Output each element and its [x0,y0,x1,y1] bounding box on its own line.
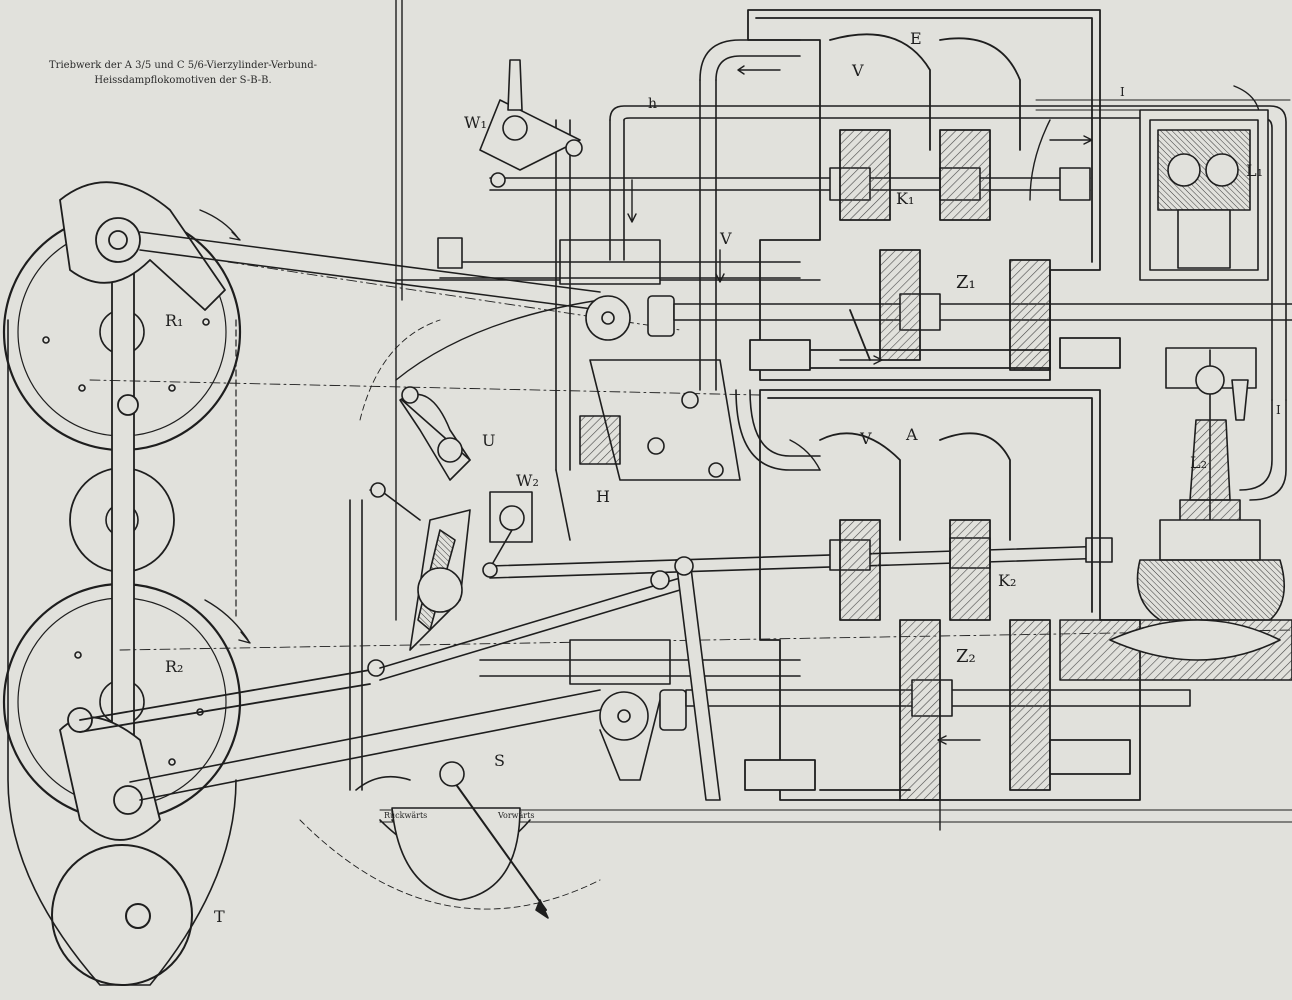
cylinder-block-lower [744,389,1141,801]
title-line-2: Heissdampflokomotiven der S-B-B. [94,75,272,86]
label-l1: L₁ [1246,161,1263,180]
valve-gear-linkage [349,59,741,801]
label-s: S [494,751,505,770]
label-v-low: V [859,429,872,448]
label-k1: K₁ [896,189,914,208]
valve-l1 [1139,109,1269,281]
label-w1: W₁ [464,113,487,132]
label-r2: R₂ [165,657,183,676]
label-h-lower: h [648,96,657,112]
connecting-rods [89,231,1292,801]
label-h: H [596,487,610,506]
label-a: A [905,425,918,444]
valve-l2 [1059,347,1292,681]
quadrant-label-left: Rückwärts [384,811,427,820]
label-t: T [214,907,225,926]
label-v-mid: V [719,229,732,248]
valve-rods [489,167,1113,579]
drawing-title: Triebwerk der A 3/5 und C 5/6-Vierzylind… [18,58,348,88]
label-i-right: I [1276,403,1281,417]
label-l2: L₂ [1190,453,1207,472]
label-w2: W₂ [516,471,539,490]
rotation-arrows [199,209,251,644]
cylinder-block-upper [747,9,1121,381]
label-e: E [910,29,922,48]
title-line-1: Triebwerk der A 3/5 und C 5/6-Vierzylind… [49,60,317,71]
part-labels: R₁ R₂ T U S H W₁ W₂ h V V V E A K₁ K₂ Z₁… [165,29,1281,926]
label-v-top: V [851,61,864,80]
label-r1: R₁ [165,311,183,330]
label-z1: Z₁ [956,272,976,293]
label-z2: Z₂ [956,646,976,667]
label-k2: K₂ [998,571,1016,590]
quadrant-label-right: Vorwärts [497,811,534,820]
coupling-rods [59,181,371,841]
label-i-top: I [1120,85,1125,99]
label-u: U [482,431,495,450]
reversing-quadrant [299,319,601,919]
